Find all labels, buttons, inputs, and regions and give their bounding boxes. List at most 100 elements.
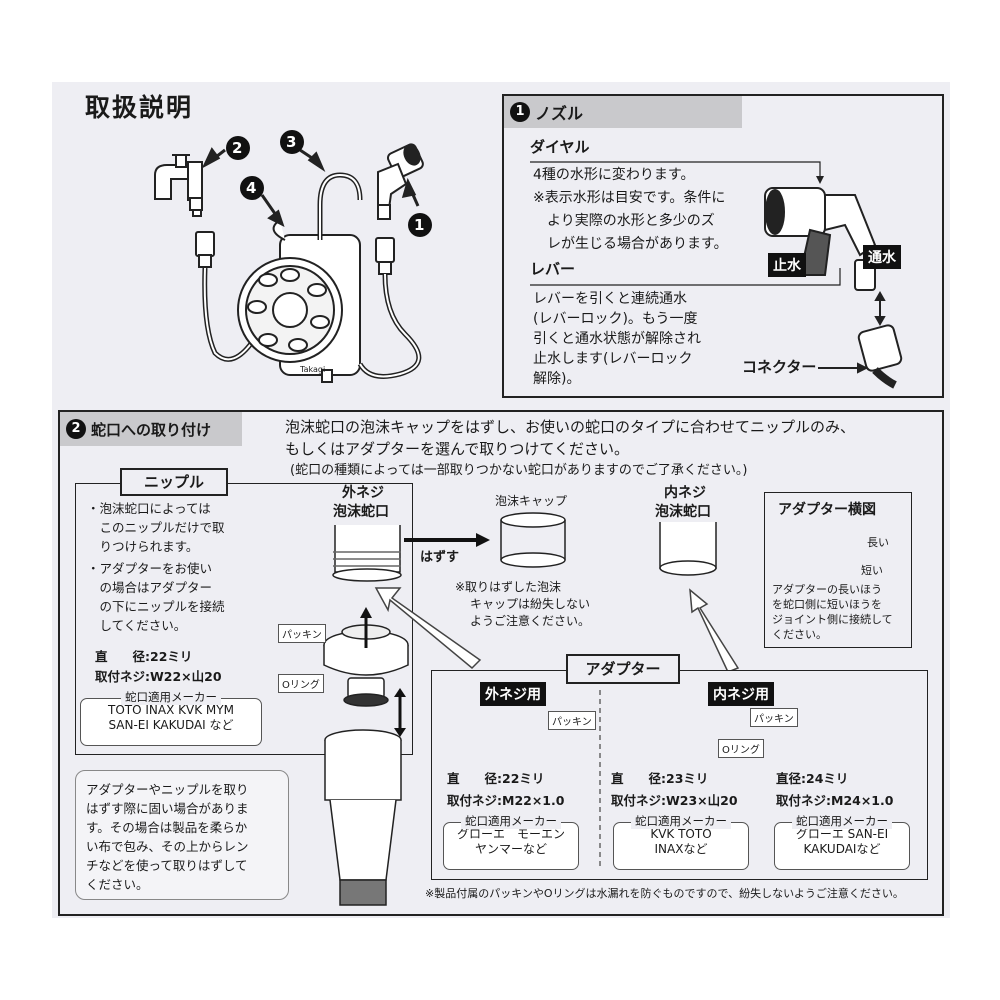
nipple-icon bbox=[343, 677, 389, 707]
int-faucet-label-1: 内ネジ bbox=[664, 485, 706, 501]
lever-line-3: 引くと通水状態が解除され bbox=[533, 331, 701, 347]
int-adapter-dia: 直径:24ミリ bbox=[776, 771, 849, 786]
connector-label: コネクター bbox=[742, 358, 817, 376]
nipple-makers-1: TOTO INAX KVK MYM bbox=[108, 703, 234, 717]
callout-3-icon bbox=[280, 130, 304, 154]
int-faucet-icon bbox=[659, 522, 717, 576]
tip-box bbox=[75, 770, 289, 900]
nipple-line-1: ・泡沫蛇口によっては bbox=[87, 501, 211, 516]
adapter-short-label: 短い bbox=[861, 564, 883, 577]
mid-adapter-maker-title: 蛇口適用メーカー bbox=[631, 814, 731, 829]
hose-reel-icon bbox=[237, 219, 361, 383]
cap-note-3: ようご注意ください。 bbox=[470, 614, 591, 628]
nipple-title: ニップル bbox=[120, 468, 228, 496]
dial-line-2: ※表示水形は目安です。条件に bbox=[533, 190, 726, 206]
adapter-side-line-1: アダプターの長いほう bbox=[772, 583, 882, 596]
connector-icon bbox=[857, 324, 903, 389]
tip-line-3: す。その場合は製品を柔らか bbox=[86, 820, 248, 835]
nozzle-header: 1 ノズル bbox=[504, 96, 742, 128]
faucet-connector-icon bbox=[195, 231, 215, 268]
nipple-line-6: の下にニップルを接続 bbox=[87, 599, 225, 614]
tip-line-4: い布で包み、その上からレン bbox=[86, 839, 249, 854]
ext-adapter-thread: 取付ネジ:M22×1.0 bbox=[447, 793, 565, 808]
ext-faucet-label-1: 外ネジ bbox=[342, 485, 384, 501]
nozzle-number: 1 bbox=[510, 102, 530, 122]
reel-brand: Takagi bbox=[300, 365, 326, 374]
cap-note-2: キャップは紛失しない bbox=[470, 597, 591, 611]
faucet-header: 2 蛇口への取り付け bbox=[60, 412, 242, 446]
cap-label: 泡沫キャップ bbox=[495, 494, 568, 508]
dial-line-4: レが生じる場合があります。 bbox=[547, 236, 728, 252]
ext-adapter-label: 外ネジ用 bbox=[480, 682, 546, 706]
page-title: 取扱説明 bbox=[85, 93, 194, 122]
adapter-title: アダプター bbox=[566, 654, 680, 684]
int-adapter-maker-title: 蛇口適用メーカー bbox=[792, 814, 892, 829]
mid-adapter-makers: 蛇口適用メーカー KVK TOTO INAXなど bbox=[613, 814, 749, 870]
nipple-line-4: ・アダプターをお使い bbox=[87, 561, 213, 576]
callout-4-icon bbox=[240, 176, 264, 200]
nipple-line-2: このニップルだけで取 bbox=[87, 520, 225, 535]
mid-adapter-dia: 直 径:23ミリ bbox=[611, 771, 709, 786]
tip-line-2: はずす際に固い場合がありま bbox=[86, 801, 249, 816]
intro-line-2: もしくはアダプターを選んで取りつけてください。 bbox=[285, 440, 629, 458]
dial-label: ダイヤル bbox=[530, 138, 590, 156]
callout-1-icon bbox=[408, 213, 432, 237]
ext-adapter-makers-1: グローエ モーエン bbox=[456, 827, 565, 841]
ext-adapter-makers: 蛇口適用メーカー グローエ モーエン ヤンマーなど bbox=[443, 814, 579, 870]
cap-note-1: ※取りはずした泡沫 bbox=[455, 580, 562, 594]
ext-adapter-makers-2: ヤンマーなど bbox=[474, 842, 547, 856]
callout-2-icon bbox=[226, 136, 250, 160]
nipple-line-3: りつけられます。 bbox=[87, 539, 199, 554]
int-adapter-makers-2: KAKUDAIなど bbox=[803, 842, 881, 856]
intro-line-1: 泡沫蛇口の泡沫キャップをはずし、お使いの蛇口のタイプに合わせてニップルのみ、 bbox=[285, 418, 856, 436]
int-packing-tag: パッキン bbox=[750, 708, 798, 727]
intro-line-3: (蛇口の種類によっては一部取りつかない蛇口がありますのでご了承ください。) bbox=[290, 463, 748, 478]
adapter-side-title: アダプター横図 bbox=[778, 502, 876, 518]
hose-connector-icon bbox=[324, 729, 402, 906]
nozzle-connector-icon bbox=[375, 237, 395, 275]
stop-label: 止水 bbox=[768, 253, 806, 277]
callout-2-label: 2 bbox=[232, 139, 243, 157]
tip-line-1: アダプターやニップルを取り bbox=[86, 782, 249, 797]
nipple-line-5: の場合はアダプター bbox=[87, 580, 213, 595]
mid-adapter-makers-2: INAXなど bbox=[654, 842, 708, 856]
ext-adapter-maker-title: 蛇口適用メーカー bbox=[461, 814, 561, 829]
tip-line-6: ください。 bbox=[86, 877, 149, 892]
tip-line-5: チなどを使って取りはずして bbox=[86, 858, 248, 873]
footnote: ※製品付属のパッキンやOリングは水漏れを防ぐものですので、紛失しないようご注意く… bbox=[425, 887, 904, 900]
nipple-makers-2: SAN-EI KAKUDAI など bbox=[108, 718, 234, 732]
callout-4-label: 4 bbox=[246, 179, 257, 197]
int-adapter-makers: 蛇口適用メーカー グローエ SAN-EI KAKUDAIなど bbox=[774, 814, 910, 870]
lever-line-1: レバーを引くと連続通水 bbox=[533, 291, 687, 307]
nipple-thread: 取付ネジ:W22×山20 bbox=[95, 669, 222, 684]
nozzle-icon bbox=[377, 143, 424, 220]
flow-label: 通水 bbox=[863, 245, 901, 269]
adapter-long-label: 長い bbox=[867, 536, 889, 549]
dial-line-1: 4種の水形に変わります。 bbox=[533, 167, 695, 183]
nozzle-title: ノズル bbox=[535, 104, 584, 123]
int-adapter-makers-1: グローエ SAN-EI bbox=[795, 827, 889, 841]
nipple-makers: 蛇口適用メーカー TOTO INAX KVK MYM SAN-EI KAKUDA… bbox=[80, 690, 262, 746]
int-faucet-label-2: 泡沫蛇口 bbox=[655, 504, 711, 520]
adapter-side-line-3: ジョイント側に接続して bbox=[772, 613, 893, 626]
aerator-cap-icon bbox=[500, 512, 566, 568]
mid-adapter-makers-1: KVK TOTO bbox=[650, 827, 712, 841]
lever-line-2: (レバーロック)。もう一度 bbox=[533, 311, 698, 327]
adapter-side-line-4: ください。 bbox=[772, 628, 827, 641]
callout-3-label: 3 bbox=[286, 133, 297, 151]
ext-packing-tag: パッキン bbox=[548, 711, 596, 730]
ext-adapter-dia: 直 径:22ミリ bbox=[447, 771, 545, 786]
nipple-packing-tag: パッキン bbox=[278, 624, 326, 643]
ext-faucet-icon bbox=[332, 525, 402, 582]
ext-faucet-label-2: 泡沫蛇口 bbox=[333, 504, 389, 520]
mid-adapter-thread: 取付ネジ:W23×山20 bbox=[611, 793, 738, 808]
lever-line-4: 止水します(レバーロック bbox=[533, 351, 693, 367]
nipple-line-7: してください。 bbox=[87, 618, 187, 633]
int-adapter-label: 内ネジ用 bbox=[708, 682, 774, 706]
faucet-number: 2 bbox=[66, 419, 86, 439]
faucet-icon bbox=[154, 154, 203, 217]
int-adapter-thread: 取付ネジ:M24×1.0 bbox=[776, 793, 894, 808]
adapter-side-box bbox=[764, 492, 912, 648]
mid-oring-tag: Oリング bbox=[718, 739, 764, 758]
